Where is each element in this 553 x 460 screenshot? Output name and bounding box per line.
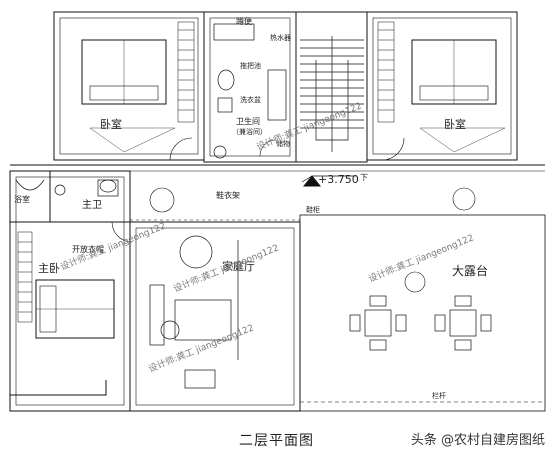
label-shoe-rack: 鞋柜 [306, 205, 320, 214]
label-public-bath: 卫生间 [236, 116, 260, 126]
sofa-set [149, 235, 239, 389]
wall-master-wing [9, 170, 131, 412]
terrace-table-2 [434, 295, 492, 351]
bed-left [81, 39, 167, 105]
label-master-bedroom: 主卧 [38, 262, 60, 275]
label-family-room: 家庭厅 [222, 259, 255, 273]
label-mop-pool: 拖把池 [240, 61, 261, 70]
terrace-outline [299, 214, 546, 412]
label-bath-room: 浴室 [14, 194, 30, 204]
watermark: 设计师:龚工 jiangeong122 [172, 242, 281, 295]
watermark: 设计师:龚工 jiangeong122 [147, 322, 256, 375]
label-elevation: +3.750 [318, 173, 359, 186]
label-bedroom-left: 卧室 [100, 117, 122, 131]
label-storage: 储物 [276, 139, 290, 148]
terrace-table-1 [349, 295, 407, 351]
label-railing: 栏杆 [432, 391, 446, 400]
label-pavilion: 鞋衣架 [216, 190, 240, 200]
label-open-wardrobe: 开放衣帽 [72, 244, 104, 254]
label-water-heater: 热水器 [270, 33, 291, 42]
label-master-bath: 主卫 [82, 199, 102, 211]
label-washbasin: 洗衣盆 [240, 95, 261, 104]
label-public-bath-sub: （兼浴间） [232, 127, 267, 136]
watermark: 设计师:龚工 jiangeong122 [255, 100, 364, 153]
label-elevation-dir: 下 [360, 173, 368, 182]
plan-caption: 二层平面图 [239, 433, 314, 449]
label-terrace: 大露台 [452, 263, 488, 278]
bed-right [411, 39, 497, 105]
source-attribution: 头条 @农村自建房图纸 [410, 433, 545, 448]
bed-master [35, 279, 115, 339]
label-toilet: 蹲便 [236, 16, 252, 26]
wall-stair [295, 11, 368, 163]
label-bedroom-right: 卧室 [444, 117, 466, 131]
